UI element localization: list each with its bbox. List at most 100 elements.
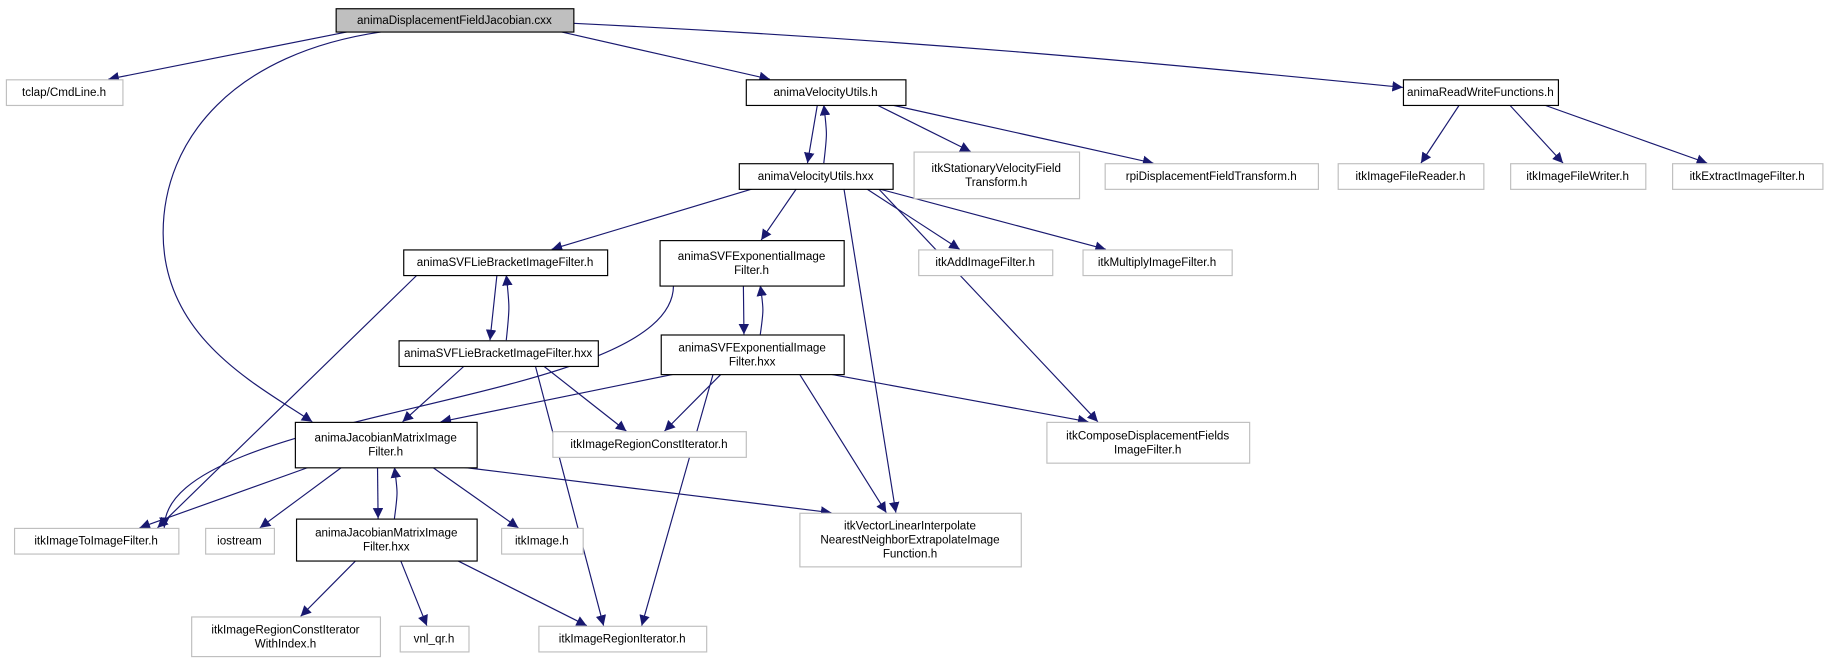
node-label: Function.h: [883, 548, 937, 561]
edge-expHxx-to-jacH: [440, 373, 675, 425]
edge-lieHxx-to-regConst: [543, 365, 627, 432]
node-label: itkAddImageFilter.h: [935, 256, 1035, 269]
edges-layer: [108, 22, 1708, 627]
node-label: itkVectorLinearInterpolate: [844, 520, 976, 533]
node-velH[interactable]: animaVelocityUtils.h: [745, 79, 907, 107]
node-box: [660, 334, 845, 376]
node-compose: itkComposeDisplacementFieldsImageFilter.…: [1046, 421, 1251, 464]
node-label: Transform.h: [965, 176, 1027, 189]
node-velHxx[interactable]: animaVelocityUtils.hxx: [738, 163, 894, 190]
node-box: [403, 249, 609, 277]
edge-velH-to-svft: [876, 104, 971, 153]
node-box: [1337, 163, 1485, 190]
node-mult: itkMultiplyImageFilter.h: [1082, 249, 1233, 277]
edge-jacH-to-jacHxx: [372, 467, 384, 519]
edge-rw-to-extract: [1543, 104, 1708, 165]
node-label: rpiDisplacementFieldTransform.h: [1126, 170, 1297, 183]
edge-velH-to-rpi: [891, 104, 1154, 166]
node-box: [538, 625, 708, 653]
edge-jacHxx-to-vnl: [400, 560, 428, 626]
node-label: tclap/CmdLine.h: [22, 86, 106, 99]
node-box: [913, 151, 1081, 200]
edge-velHxx-to-lieH: [551, 188, 753, 252]
node-box: [1402, 79, 1560, 107]
node-rw[interactable]: animaReadWriteFunctions.h: [1402, 79, 1560, 107]
node-box: [295, 518, 478, 562]
edge-lieHxx-to-jacH: [402, 365, 465, 423]
node-reader: itkImageFileReader.h: [1337, 163, 1485, 190]
nodes-layer: animaDisplacementFieldJacobian.cxx tclap/…: [5, 8, 1824, 658]
edge-velHxx-to-mult: [878, 188, 1106, 252]
node-box: [5, 79, 124, 107]
node-label: animaVelocityUtils.hxx: [758, 170, 874, 183]
node-box: [745, 79, 907, 107]
node-box: [1510, 163, 1647, 190]
edge-root-to-rw: [573, 22, 1403, 92]
node-box: [799, 512, 1022, 568]
node-iostream: iostream: [205, 527, 275, 555]
node-label: Filter.h: [368, 446, 403, 459]
edge-root-to-jacH: [162, 30, 385, 423]
node-label: itkImageFileWriter.h: [1526, 170, 1629, 183]
node-box: [738, 163, 894, 190]
edge-jacH-to-vecInterp: [462, 466, 832, 517]
node-box: [399, 625, 470, 653]
node-box: [501, 527, 584, 555]
edge-jacHxx-to-regIter: [456, 559, 588, 627]
node-label: Filter.h: [734, 264, 769, 277]
node-regIter: itkImageRegionIterator.h: [538, 625, 708, 653]
node-box: [1672, 163, 1824, 190]
edge-jacH-to-iostream: [259, 466, 343, 529]
node-label: itkMultiplyImageFilter.h: [1098, 256, 1216, 269]
node-box: [552, 431, 747, 458]
edge-rw-to-writer: [1509, 104, 1564, 164]
node-label: itkExtractImageFilter.h: [1690, 170, 1805, 183]
edge-velHxx-to-vecInterp: [843, 188, 900, 513]
node-label: itkImageRegionConstIterator: [211, 623, 359, 636]
edge-jacH-to-i2i: [139, 466, 309, 530]
node-label: itkImageRegionIterator.h: [559, 633, 686, 646]
edge-velHxx-to-add: [866, 188, 961, 250]
node-box: [1082, 249, 1233, 277]
edge-expHxx-to-expH: [756, 285, 767, 335]
node-label: itkImage.h: [515, 535, 569, 548]
node-label: itkImageFileReader.h: [1355, 170, 1465, 183]
node-box: [13, 527, 180, 555]
node-label: animaSVFLieBracketImageFilter.h: [417, 256, 594, 269]
node-label: itkStationaryVelocityField: [932, 162, 1061, 175]
node-label: animaDisplacementFieldJacobian.cxx: [357, 14, 552, 27]
edge-lieHxx-to-lieH: [502, 274, 513, 341]
node-box: [335, 8, 575, 33]
edge-jacHxx-to-jacH: [390, 467, 402, 519]
node-root[interactable]: animaDisplacementFieldJacobian.cxx: [335, 8, 575, 33]
node-box: [398, 340, 599, 368]
edge-velH-to-velHxx: [804, 104, 818, 164]
edge-expHxx-to-regConst: [664, 373, 722, 432]
node-box: [1104, 163, 1319, 190]
node-lieHxx[interactable]: animaSVFLieBracketImageFilter.hxx: [398, 340, 599, 368]
node-box: [1046, 421, 1251, 464]
node-label: itkComposeDisplacementFields: [1066, 429, 1229, 442]
node-label: animaJacobianMatrixImage: [315, 527, 457, 540]
edge-root-to-tclap: [108, 30, 350, 83]
node-regConst: itkImageRegionConstIterator.h: [552, 431, 747, 458]
edge-rw-to-reader: [1420, 104, 1460, 164]
edge-expH-to-expHxx: [738, 285, 750, 335]
node-label: vnl_qr.h: [414, 633, 455, 646]
edge-expHxx-to-compose: [829, 373, 1089, 426]
edge-lieH-to-i2i: [157, 274, 418, 529]
node-box: [659, 240, 845, 287]
node-lieH[interactable]: animaSVFLieBracketImageFilter.h: [403, 249, 609, 277]
edge-velHxx-to-expH: [760, 188, 797, 241]
edge-velHxx-to-compose: [878, 188, 1099, 423]
node-label: ImageFilter.h: [1114, 443, 1181, 456]
node-tclap: tclap/CmdLine.h: [5, 79, 124, 107]
edge-expHxx-to-vecInterp: [798, 373, 887, 513]
edge-lieHxx-to-regIter: [534, 365, 606, 626]
node-label: itkImageRegionConstIterator.h: [570, 438, 727, 451]
